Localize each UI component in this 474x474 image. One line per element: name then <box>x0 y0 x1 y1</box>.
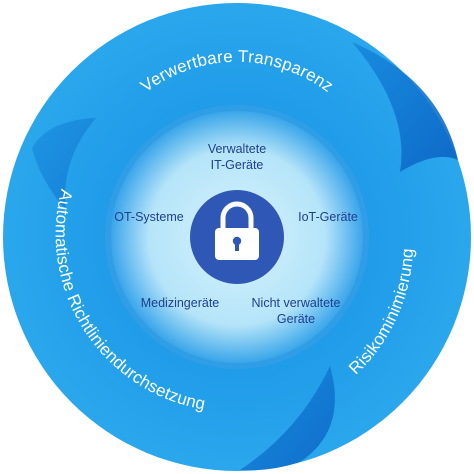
core-label-left: OT-Systeme <box>114 210 184 224</box>
core-label-bottom-right-line2: Geräte <box>276 312 316 326</box>
padlock-icon <box>215 201 259 260</box>
core-label-top-line1: Verwaltete <box>207 142 267 156</box>
core-label-top-line2: IT-Geräte <box>210 158 264 172</box>
ring-segment-divider-top-right <box>352 42 458 172</box>
core-label-top: Verwaltete IT-Geräte <box>187 141 287 173</box>
core-label-bottom-right: Nicht verwaltete Geräte <box>234 295 358 327</box>
core-label-right: IoT-Geräte <box>298 210 358 224</box>
core-label-bottom-left: Medizingeräte <box>140 296 220 310</box>
core-label-bottom-right-line1: Nicht verwaltete <box>251 296 341 310</box>
ring-segment-divider-left <box>32 118 96 210</box>
ring-segment-divider-bottom <box>240 366 335 471</box>
